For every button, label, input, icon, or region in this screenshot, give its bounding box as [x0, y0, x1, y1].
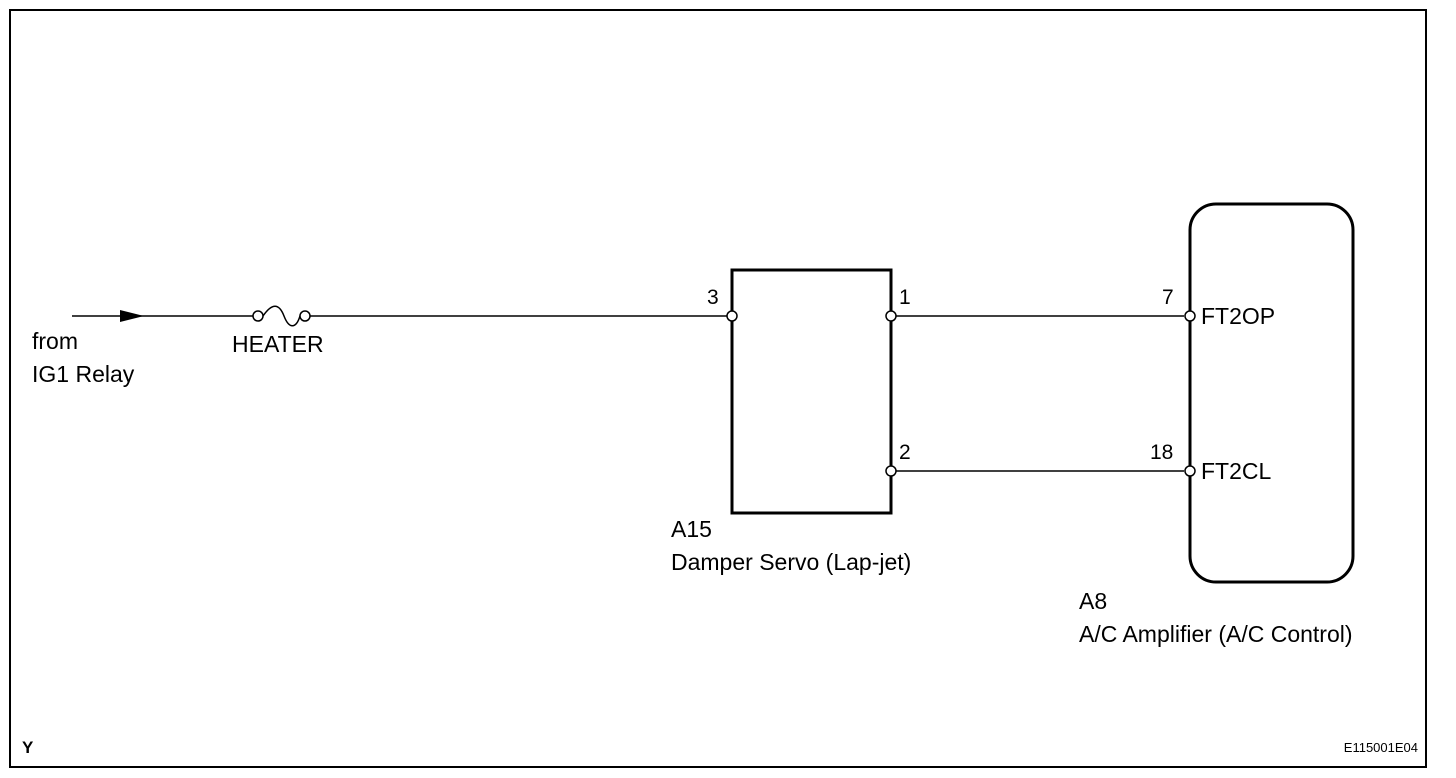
fuse-icon — [252, 305, 311, 327]
source-label-relay: IG1 Relay — [32, 361, 135, 387]
figure-code: E115001E04 — [1344, 740, 1418, 755]
damper-servo-box — [730, 268, 893, 515]
servo-pin-1-label: 1 — [899, 286, 911, 309]
servo-pin-3-terminal — [726, 310, 738, 322]
amp-pin-7-terminal — [1184, 310, 1196, 322]
servo-pin-3-label: 3 — [707, 286, 719, 309]
corner-mark: Y — [22, 738, 34, 757]
servo-pin-2-terminal — [885, 465, 897, 477]
amp-pin-18-terminal — [1184, 465, 1196, 477]
servo-name: Damper Servo (Lap-jet) — [671, 549, 911, 575]
amplifier-code: A8 — [1079, 588, 1107, 614]
amp-terminal-ft2cl: FT2CL — [1201, 458, 1272, 484]
amplifier-box — [1188, 202, 1355, 584]
amp-terminal-ft2op: FT2OP — [1201, 303, 1275, 329]
source-label-from: from — [32, 328, 78, 354]
arrow-right-icon — [120, 310, 144, 322]
servo-pin-1-terminal — [885, 310, 897, 322]
amp-pin-18-label: 18 — [1150, 441, 1173, 464]
servo-pin-2-label: 2 — [899, 441, 911, 464]
diagram-frame — [9, 9, 1427, 768]
servo-code: A15 — [671, 516, 712, 542]
fuse-label: HEATER — [232, 331, 324, 357]
amplifier-name: A/C Amplifier (A/C Control) — [1079, 621, 1353, 647]
amp-pin-7-label: 7 — [1162, 286, 1174, 309]
